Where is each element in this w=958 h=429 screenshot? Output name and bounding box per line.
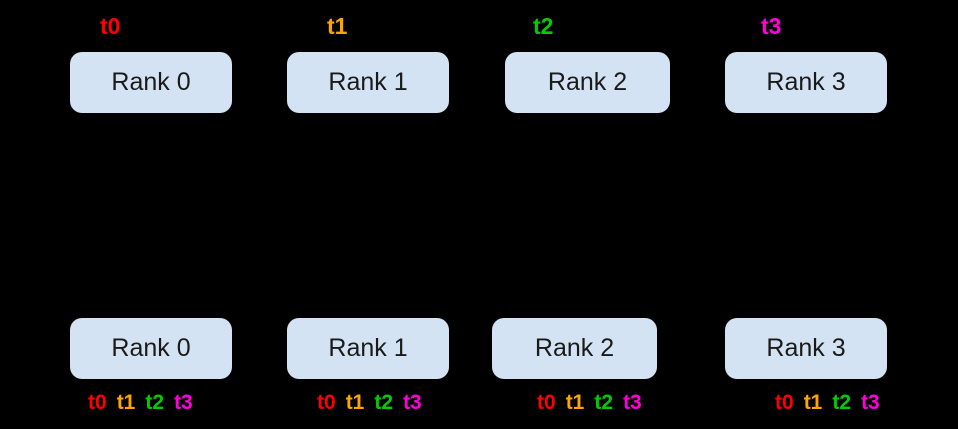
- bottom-tick-label-t3: t3: [623, 391, 642, 414]
- bottom-rank-box-label: Rank 2: [534, 334, 615, 362]
- bottom-tick-label-t3: t3: [403, 391, 422, 414]
- bottom-tick-group-0: t0 t1 t2 t3: [88, 392, 193, 413]
- bottom-tick-label-t0: t0: [88, 391, 107, 414]
- bottom-tick-label-t1: t1: [803, 391, 823, 414]
- top-rank-box-label: Rank 0: [111, 68, 191, 96]
- bottom-tick-label-t2: t2: [594, 391, 614, 414]
- bottom-tick-group-2: t0 t1 t2 t3: [537, 392, 642, 413]
- bottom-rank-box-label: Rank 0: [111, 334, 191, 362]
- top-rank-box-label: Rank 1: [328, 68, 408, 96]
- bottom-tick-label-t1: t1: [116, 391, 136, 414]
- bottom-tick-label-t2: t2: [832, 391, 852, 414]
- bottom-tick-label-t2: t2: [145, 391, 165, 414]
- bottom-tick-group-1: t0 t1 t2 t3: [317, 392, 422, 413]
- bottom-tick-group-3: t0 t1 t2 t3: [775, 392, 880, 413]
- top-rank-box-2[interactable]: Rank 2: [505, 52, 670, 113]
- bottom-rank-box-2[interactable]: Rank 2: [492, 318, 657, 379]
- top-rank-box-0[interactable]: Rank 0: [70, 52, 232, 113]
- bottom-rank-box-3[interactable]: Rank 3: [725, 318, 887, 379]
- bottom-tick-label-t0: t0: [775, 391, 794, 414]
- top-tick-label-t2: t2: [533, 13, 554, 39]
- bottom-tick-label-t0: t0: [537, 391, 556, 414]
- bottom-tick-label-t3: t3: [174, 391, 193, 414]
- bottom-tick-label-t0: t0: [317, 391, 336, 414]
- bottom-rank-box-0[interactable]: Rank 0: [70, 318, 232, 379]
- bottom-rank-box-label: Rank 1: [328, 334, 408, 362]
- bottom-tick-label-t2: t2: [374, 391, 394, 414]
- top-rank-box-label: Rank 2: [547, 68, 628, 96]
- bottom-rank-box-label: Rank 3: [766, 334, 846, 362]
- top-tick-label-t1: t1: [327, 13, 348, 39]
- top-tick-label-t3: t3: [761, 13, 782, 39]
- bottom-tick-label-t1: t1: [565, 391, 585, 414]
- top-tick-label-t0: t0: [100, 13, 121, 39]
- top-rank-box-label: Rank 3: [766, 68, 846, 96]
- bottom-tick-label-t3: t3: [861, 391, 880, 414]
- bottom-tick-label-t1: t1: [345, 391, 365, 414]
- bottom-rank-box-1[interactable]: Rank 1: [287, 318, 449, 379]
- top-rank-box-1[interactable]: Rank 1: [287, 52, 449, 113]
- top-rank-box-3[interactable]: Rank 3: [725, 52, 887, 113]
